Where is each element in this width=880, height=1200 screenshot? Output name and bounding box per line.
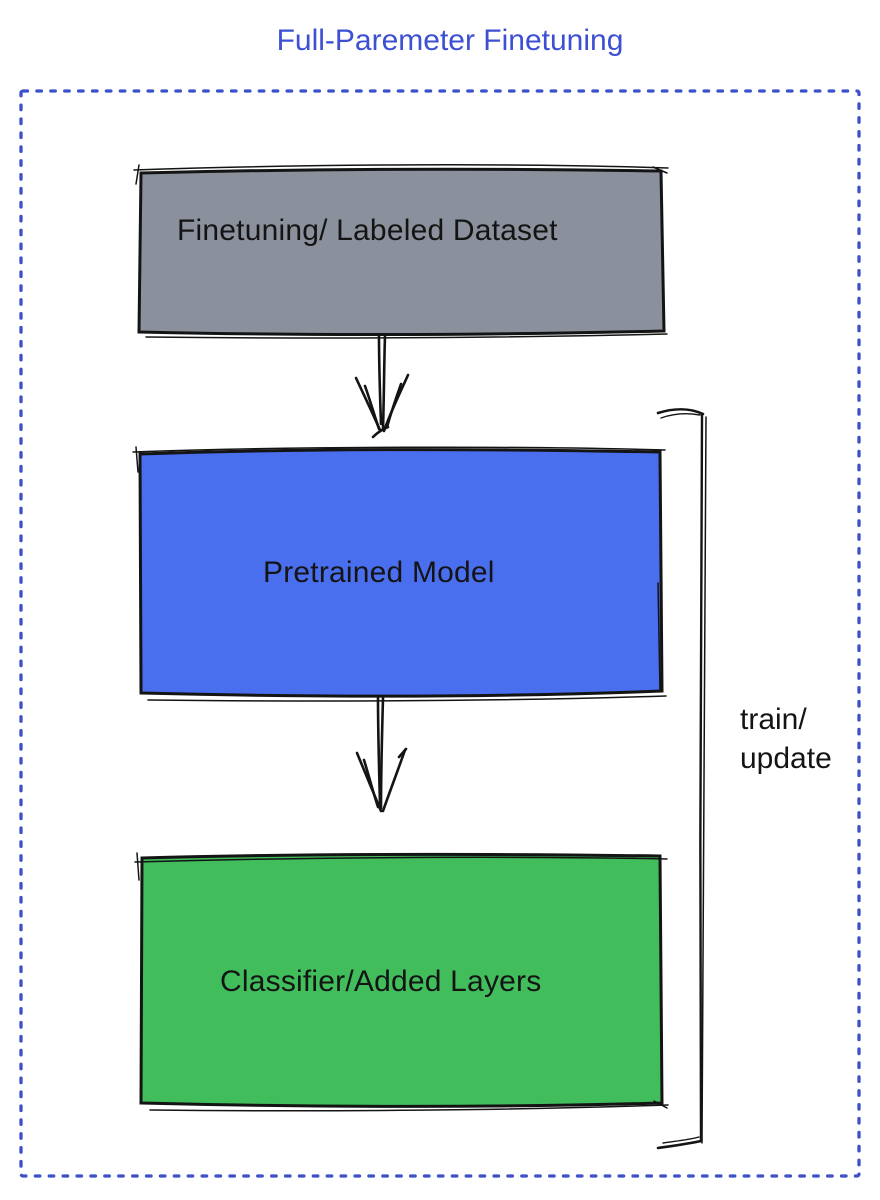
dataset-node-label: Finetuning/ Labeled Dataset (177, 214, 558, 247)
train-update-bracket (656, 408, 707, 1150)
dataset-node-shape (133, 164, 669, 339)
classifier-node-label: Classifier/Added Layers (220, 965, 542, 998)
pretrained-node-label: Pretrained Model (263, 556, 495, 589)
diagram-title: Full-Paremeter Finetuning (276, 24, 624, 57)
train-update-label: train/ update (740, 703, 832, 775)
classifier-node-fill (139, 852, 664, 1108)
dataset-node-fill (137, 167, 666, 337)
pretrained-node-fill (138, 448, 664, 698)
arrow-pretrained-to-classifier (355, 696, 408, 813)
dashed-frame (19, 89, 861, 1178)
pretrained-node-shape (132, 446, 667, 702)
arrow-dataset-to-pretrained (354, 334, 410, 439)
classifier-node-shape (134, 852, 669, 1112)
